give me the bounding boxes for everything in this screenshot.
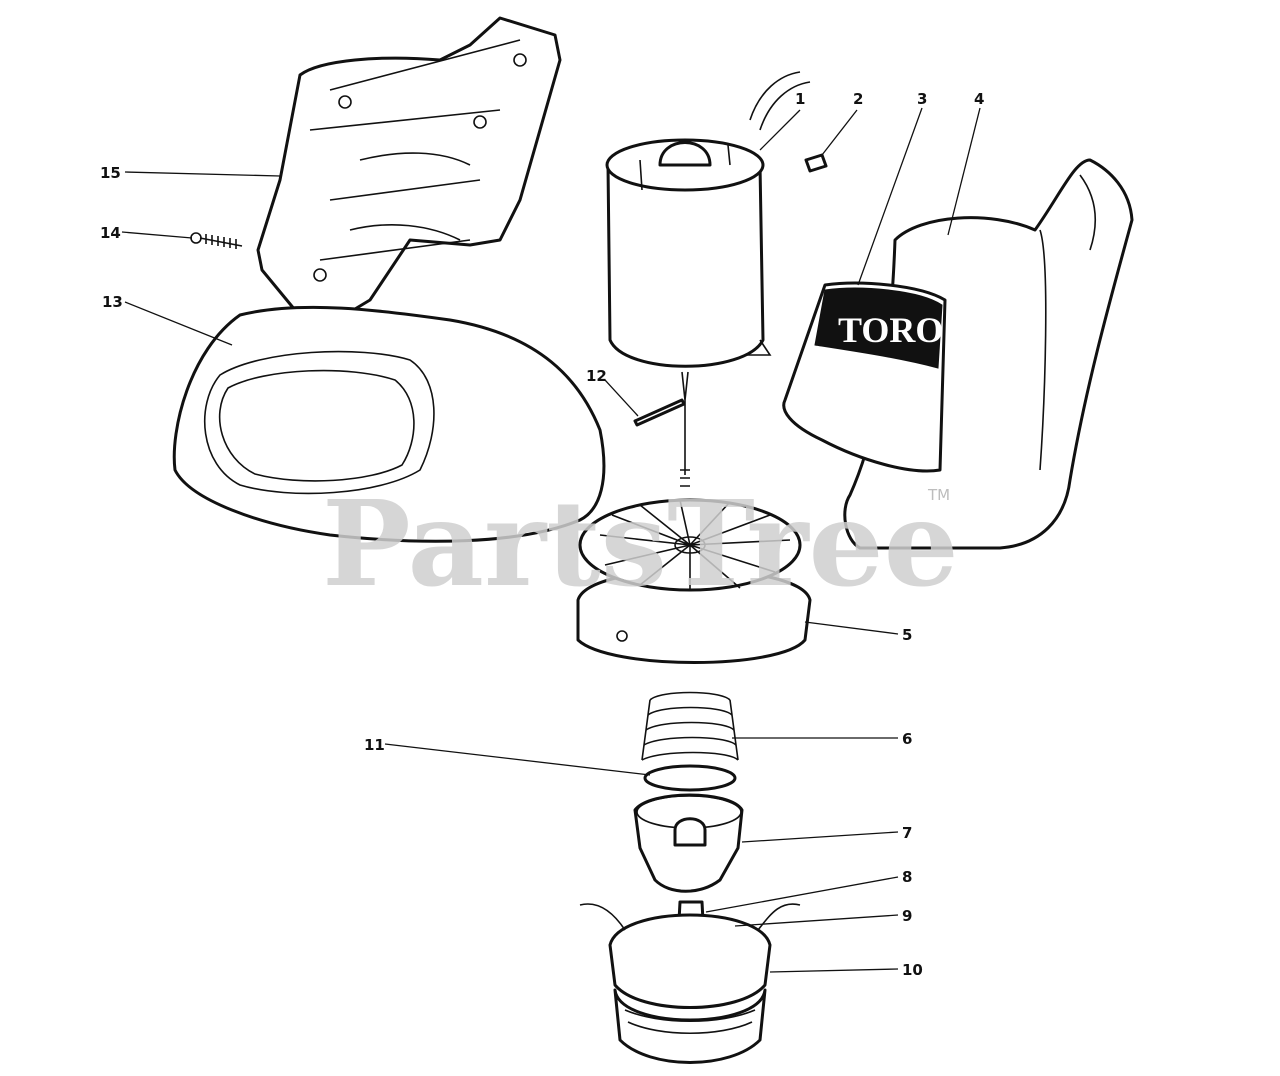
callout-13: 13 [102,293,123,311]
leader-8 [705,876,899,913]
part-15-housing-cover [256,16,562,332]
leader-10 [769,968,899,973]
callout-7: 7 [902,824,912,842]
watermark-trademark: TM [927,486,950,504]
part-13-main-housing [172,305,606,543]
leader-3 [857,107,923,286]
part-2-nut [804,153,828,173]
callout-3: 3 [917,90,927,108]
callout-2: 2 [853,90,863,108]
callout-12: 12 [586,367,607,385]
callout-9: 9 [902,907,912,925]
leader-13 [124,301,233,346]
callout-4: 4 [974,90,984,108]
callout-1: 1 [795,90,805,108]
leader-2 [821,109,858,156]
callout-15: 15 [100,164,121,182]
part-3-decal: TORO [782,281,947,473]
part-1-motor [605,71,811,487]
leader-5 [804,621,899,635]
leader-15 [124,171,281,177]
callout-5: 5 [902,626,912,644]
part-7-spool-housing [633,793,744,893]
part-6-spring [641,691,739,761]
callout-numbers: 1 2 3 4 5 6 7 8 9 10 11 12 13 14 15 [100,90,984,979]
leader-lines [121,107,981,973]
callout-14: 14 [100,224,121,242]
callout-11: 11 [364,736,385,754]
leader-1 [759,109,801,151]
part-5-fan [576,498,812,664]
leader-12 [604,379,639,417]
leader-11 [384,743,651,776]
part-11-washer [643,764,737,792]
leader-4 [947,107,981,236]
toro-logo: TORO [838,310,943,350]
part-12-pin [633,398,686,427]
callout-6: 6 [902,730,912,748]
callout-10: 10 [902,961,923,979]
part-10-spool [579,903,801,1064]
watermark: PartsTree TM [322,474,959,613]
leader-7 [741,831,899,843]
callout-8: 8 [902,868,912,886]
part-14-screw [190,232,243,249]
leader-14 [121,231,193,239]
watermark-text: PartsTree [322,474,959,613]
leader-9 [734,914,899,927]
